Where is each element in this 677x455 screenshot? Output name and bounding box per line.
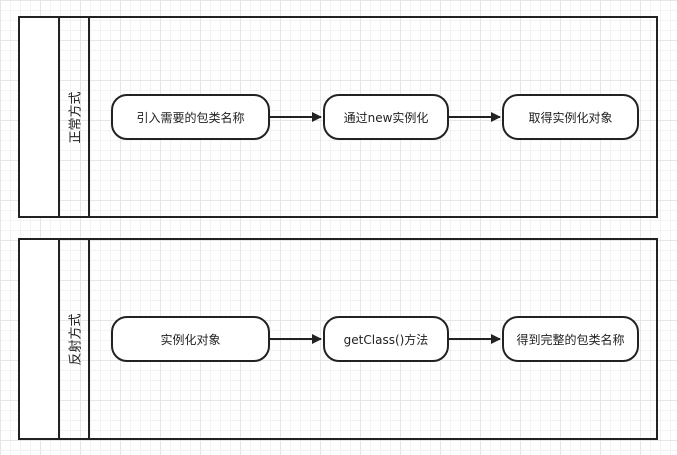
flow-node[interactable]: getClass()方法 <box>323 316 449 362</box>
lane-header <box>20 18 60 216</box>
lane-reflection: 反射方式 <box>18 238 658 440</box>
lane-title-cell: 正常方式 <box>60 18 90 216</box>
flow-node[interactable]: 引入需要的包类名称 <box>111 94 270 140</box>
flow-node[interactable]: 实例化对象 <box>111 316 270 362</box>
flow-node[interactable]: 取得实例化对象 <box>502 94 639 140</box>
lane-normal: 正常方式 <box>18 16 658 218</box>
flow-node[interactable]: 通过new实例化 <box>323 94 449 140</box>
lane-title-cell: 反射方式 <box>60 240 90 438</box>
flow-node[interactable]: 得到完整的包类名称 <box>502 316 639 362</box>
lane-header <box>20 240 60 438</box>
